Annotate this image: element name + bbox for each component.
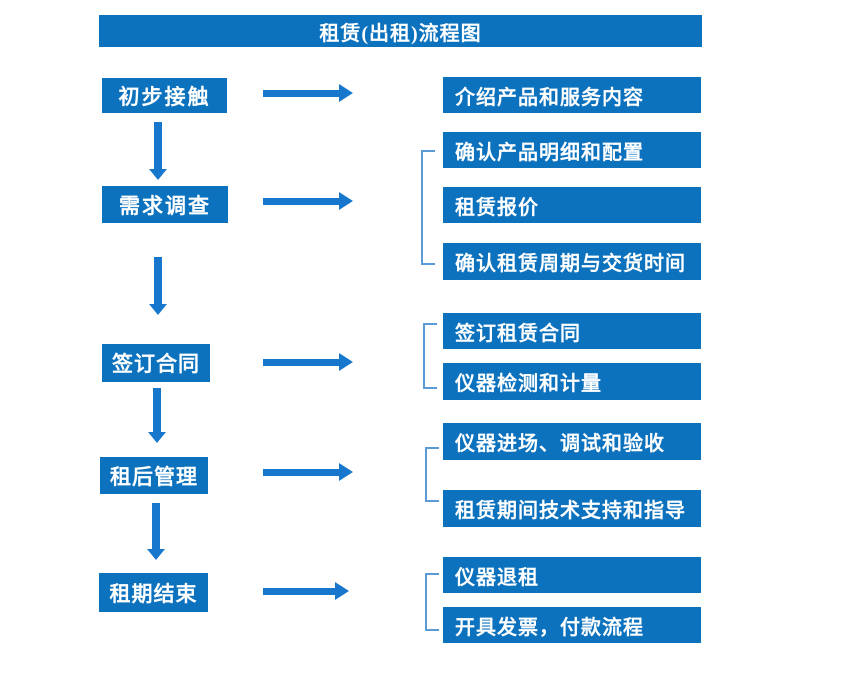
detail-introduce-products-services: 介绍产品和服务内容 [443, 77, 701, 113]
arrow-down-icon [149, 122, 167, 180]
detail-instrument-entry-commissioning-acceptance: 仪器进场、调试和验收 [443, 423, 701, 460]
detail-instrument-testing-measurement: 仪器检测和计量 [443, 363, 701, 400]
bracket-post-rental-group [425, 447, 439, 502]
step-demand-survey: 需求调查 [102, 186, 228, 223]
step-post-rental-management: 租后管理 [100, 457, 208, 494]
arrow-right-icon [263, 192, 353, 210]
arrow-down-icon [149, 257, 167, 315]
detail-invoice-payment: 开具发票，付款流程 [443, 607, 701, 643]
detail-rental-quotation: 租赁报价 [443, 187, 701, 223]
detail-confirm-rental-period-delivery: 确认租赁周期与交货时间 [443, 243, 701, 280]
bracket-rental-end-group [425, 573, 439, 631]
detail-sign-rental-contract: 签订租赁合同 [443, 313, 701, 349]
detail-confirm-product-details: 确认产品明细和配置 [443, 132, 701, 168]
arrow-down-icon [147, 503, 165, 560]
arrow-right-icon [263, 84, 353, 102]
bracket-sign-contract-group [423, 323, 437, 389]
arrow-right-icon [263, 582, 349, 600]
bracket-demand-survey-group [421, 150, 435, 265]
arrow-down-icon [148, 388, 166, 443]
arrow-right-icon [263, 353, 353, 371]
step-sign-contract: 签订合同 [102, 344, 210, 382]
arrow-right-icon [263, 463, 353, 481]
detail-instrument-return: 仪器退租 [443, 557, 701, 593]
step-initial-contact: 初步接触 [102, 78, 227, 113]
detail-rental-technical-support: 租赁期间技术支持和指导 [443, 490, 701, 527]
flowchart-title: 租赁(出租)流程图 [99, 15, 702, 47]
step-rental-end: 租期结束 [99, 573, 208, 612]
